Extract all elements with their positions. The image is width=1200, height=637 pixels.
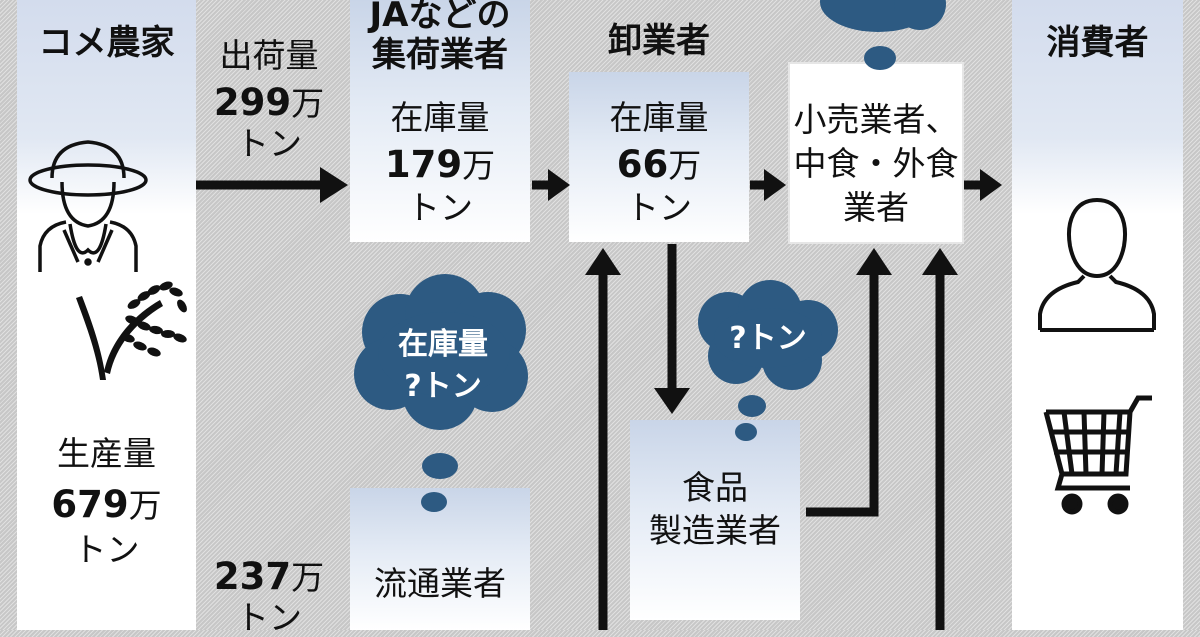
bubble-food-maker: ?トン bbox=[729, 321, 806, 356]
consumer-header: 消費者 bbox=[1046, 23, 1149, 63]
production-unit: トン bbox=[73, 530, 140, 569]
production-label: 生産量 bbox=[57, 434, 156, 473]
retail-box bbox=[790, 64, 962, 242]
food-maker-box bbox=[630, 420, 800, 620]
retail-line1: 小売業者、 bbox=[793, 100, 959, 139]
wholesale-stock-value: 66万 bbox=[616, 143, 702, 186]
ja-header-line2: 集荷業者 bbox=[372, 35, 508, 75]
farmer-header: コメ農家 bbox=[38, 23, 175, 63]
thought-bubble-icon bbox=[354, 274, 528, 512]
shipment-label: 出荷量 bbox=[219, 36, 319, 75]
wholesale-stock-unit: トン bbox=[626, 188, 692, 227]
arrow-head bbox=[320, 167, 348, 203]
lower-shipment-value: 237万 bbox=[213, 555, 325, 598]
thought-bubble-icon bbox=[820, 0, 946, 70]
wholesale-header: 卸業者 bbox=[608, 21, 710, 61]
ja-box bbox=[350, 0, 530, 242]
rice-plant-icon bbox=[76, 281, 187, 380]
ja-stock-value: 179万 bbox=[384, 143, 496, 186]
wholesale-box bbox=[569, 72, 749, 242]
arrow-icon bbox=[806, 272, 879, 517]
wholesale-stock-label: 在庫量 bbox=[609, 98, 709, 137]
bubble-distributor-line1: 在庫量 bbox=[398, 327, 488, 362]
shopping-cart-icon bbox=[1043, 395, 1152, 515]
farmer-column bbox=[17, 0, 196, 630]
distributor-label: 流通業者 bbox=[374, 564, 506, 603]
food-maker-line2: 製造業者 bbox=[649, 511, 781, 550]
ja-stock-unit: トン bbox=[407, 188, 473, 227]
shipment-unit: トン bbox=[236, 124, 302, 163]
person-icon bbox=[1038, 197, 1156, 332]
thought-bubble-icon bbox=[698, 280, 838, 441]
ja-header-line1: JAなどの bbox=[369, 0, 511, 35]
distributor-box bbox=[350, 488, 530, 630]
retail-line2: 中食・外食 bbox=[793, 144, 959, 183]
food-maker-line1: 食品 bbox=[682, 468, 748, 507]
retail-line3: 業者 bbox=[843, 188, 909, 227]
ja-stock-label: 在庫量 bbox=[390, 98, 490, 137]
bubble-distributor-line2: ?トン bbox=[404, 369, 481, 404]
shipment-value: 299万 bbox=[213, 81, 325, 124]
farmer-icon bbox=[28, 140, 148, 272]
production-value: 679万 bbox=[51, 483, 162, 526]
